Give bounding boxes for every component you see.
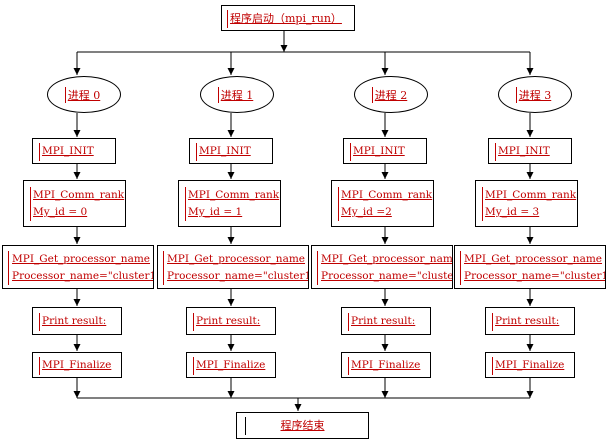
finalize-box-1: MPI_Finalize xyxy=(186,352,276,378)
comm-rank-label-1: MPI_Comm_rank xyxy=(188,189,280,201)
print-result-box-2: Print result: xyxy=(341,307,431,335)
comm-rank-box-3: MPI_Comm_rank My_id = 3 xyxy=(475,180,578,227)
mpi-init-label-0: MPI_INIT xyxy=(42,145,94,157)
print-result-label-1: Print result: xyxy=(196,315,261,327)
process-oval-2: 进程 2 xyxy=(354,76,428,113)
print-result-box-3: Print result: xyxy=(485,307,575,335)
processor-name-box-0: MPI_Get_processor_name Processor_name="c… xyxy=(2,245,154,289)
my-id-label-2: My_id =2 xyxy=(341,206,392,218)
mpi-init-box-2: MPI_INIT xyxy=(343,138,427,164)
get-processor-name-label-0: MPI_Get_processor_name xyxy=(12,253,151,265)
finalize-label-2: MPI_Finalize xyxy=(351,359,421,371)
get-processor-name-label-1: MPI_Get_processor_name xyxy=(167,253,306,265)
comm-rank-box-2: MPI_Comm_rank My_id =2 xyxy=(331,180,434,227)
start-label: 程序启动（mpi_run） xyxy=(230,12,342,25)
finalize-label-1: MPI_Finalize xyxy=(196,359,266,371)
processor-name-value-1: Processor_name="cluster1" xyxy=(167,270,309,282)
processor-name-box-2: MPI_Get_processor_name Processor_name="c… xyxy=(311,245,453,289)
my-id-label-0: My_id = 0 xyxy=(33,206,88,218)
mpi-init-box-1: MPI_INIT xyxy=(189,138,273,164)
start-box: 程序启动（mpi_run） xyxy=(221,5,355,31)
comm-rank-box-0: MPI_Comm_rank My_id = 0 xyxy=(23,180,126,227)
print-result-box-0: Print result: xyxy=(32,307,122,335)
process-name-1: 进程 1 xyxy=(220,88,254,102)
mpi-init-box-3: MPI_INIT xyxy=(488,138,572,164)
comm-rank-label-0: MPI_Comm_rank xyxy=(33,189,125,201)
comm-rank-label-3: MPI_Comm_rank xyxy=(485,189,577,201)
end-label: 程序结束 xyxy=(280,419,325,432)
end-box: 程序结束 xyxy=(236,412,369,439)
processor-name-value-0: Processor_name="cluster1" xyxy=(12,270,154,282)
get-processor-name-label-2: MPI_Get_processor_name xyxy=(321,253,453,265)
processor-name-box-3: MPI_Get_processor_name Processor_name="c… xyxy=(454,245,606,289)
my-id-label-3: My_id = 3 xyxy=(485,206,540,218)
print-result-box-1: Print result: xyxy=(186,307,276,335)
process-name-3: 进程 3 xyxy=(518,88,552,102)
get-processor-name-label-3: MPI_Get_processor_name xyxy=(464,253,603,265)
mpi-init-label-2: MPI_INIT xyxy=(353,145,405,157)
print-result-label-3: Print result: xyxy=(495,315,560,327)
finalize-box-2: MPI_Finalize xyxy=(341,352,431,378)
print-result-label-2: Print result: xyxy=(351,315,416,327)
comm-rank-label-2: MPI_Comm_rank xyxy=(341,189,433,201)
processor-name-value-3: Processor_name="cluster1" xyxy=(464,270,606,282)
process-name-0: 进程 0 xyxy=(67,88,101,102)
comm-rank-box-1: MPI_Comm_rank My_id = 1 xyxy=(178,180,281,227)
finalize-box-3: MPI_Finalize xyxy=(485,352,575,378)
process-oval-1: 进程 1 xyxy=(200,76,274,113)
finalize-label-0: MPI_Finalize xyxy=(42,359,112,371)
process-oval-3: 进程 3 xyxy=(498,76,572,113)
process-name-2: 进程 2 xyxy=(374,88,408,102)
processor-name-box-1: MPI_Get_processor_name Processor_name="c… xyxy=(157,245,309,289)
processor-name-value-2: Processor_name="cluster1" xyxy=(321,270,453,282)
my-id-label-1: My_id = 1 xyxy=(188,206,243,218)
mpi-init-label-3: MPI_INIT xyxy=(498,145,550,157)
finalize-label-3: MPI_Finalize xyxy=(495,359,565,371)
mpi-init-box-0: MPI_INIT xyxy=(32,138,116,164)
print-result-label-0: Print result: xyxy=(42,315,107,327)
mpi-init-label-1: MPI_INIT xyxy=(199,145,251,157)
process-oval-0: 进程 0 xyxy=(47,76,121,113)
finalize-box-0: MPI_Finalize xyxy=(32,352,122,378)
